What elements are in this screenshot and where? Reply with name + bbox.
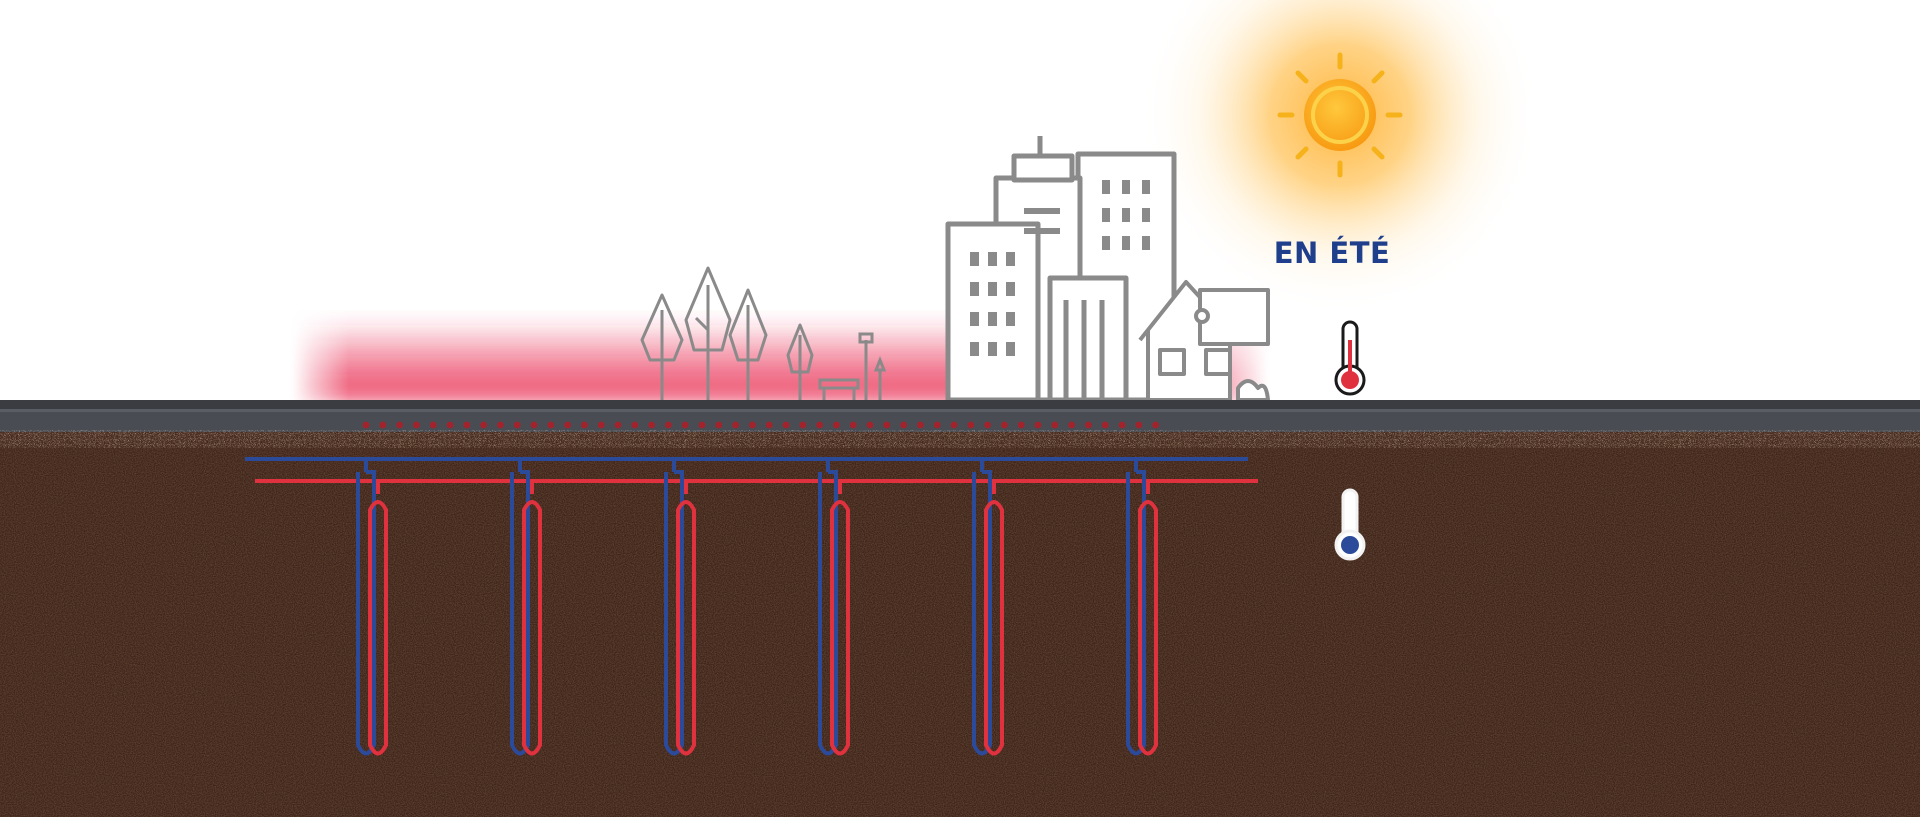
heat-dot [765, 421, 773, 429]
heat-dot [900, 421, 907, 429]
heat-dot [597, 421, 605, 429]
heat-dot [1034, 421, 1042, 429]
bench-icon [818, 378, 860, 400]
heat-dot [1068, 421, 1075, 429]
heat-dot [866, 421, 874, 429]
thermometer-hot-icon [1334, 320, 1366, 396]
heat-dot [849, 421, 857, 429]
heat-dot [1101, 421, 1109, 429]
heat-dot [833, 421, 840, 429]
heat-dot [1017, 421, 1025, 429]
heat-dot [396, 421, 403, 429]
heat-dot [732, 421, 739, 429]
heat-dot [614, 421, 622, 429]
heat-dot [715, 421, 723, 429]
heat-dot [631, 421, 639, 429]
heat-dot [816, 421, 823, 429]
heat-dot [681, 421, 689, 429]
heat-dot [1001, 421, 1008, 429]
heat-dot [950, 421, 958, 429]
heat-dot [480, 421, 487, 429]
heat-dot [917, 421, 924, 429]
heat-dot [1085, 421, 1092, 429]
heat-dot [698, 421, 706, 429]
heat-dot [446, 421, 454, 429]
heat-dot [799, 421, 807, 429]
heat-dot [530, 421, 538, 429]
heat-dot [463, 421, 471, 429]
heat-dot [967, 421, 975, 429]
heat-dot [984, 421, 991, 429]
heat-dot [749, 421, 756, 429]
geothermal-pipe-network [245, 457, 1258, 756]
heat-dot [413, 421, 420, 429]
heat-dot [581, 421, 588, 429]
heat-dot [429, 421, 437, 429]
borehole-loop [818, 459, 850, 756]
heat-dot [782, 421, 790, 429]
trees-icon [640, 266, 814, 400]
street-lamp-icon [858, 332, 887, 400]
heat-dot [497, 421, 504, 429]
borehole-loop [972, 459, 1004, 756]
heat-dot [513, 421, 521, 429]
heat-dot [1135, 421, 1143, 429]
borehole-loop [510, 459, 542, 756]
thermometer-cold-icon [1334, 488, 1366, 561]
heat-dots [362, 421, 1159, 429]
heat-dot [933, 421, 941, 429]
heat-dot [1118, 421, 1126, 429]
heat-dot [648, 421, 655, 429]
heat-dot [665, 421, 672, 429]
heat-dot [1152, 421, 1159, 429]
season-label: EN ÉTÉ [1273, 236, 1391, 270]
borehole-loop [664, 459, 696, 756]
heat-dot [379, 421, 387, 429]
heat-dot [362, 421, 370, 429]
sun-icon [1140, 0, 1540, 315]
borehole-loop [1126, 459, 1158, 756]
heat-dot [547, 421, 555, 429]
heat-dot [1051, 421, 1059, 429]
borehole-loop [356, 459, 388, 756]
building-windows [970, 180, 1150, 356]
house-icon [1138, 280, 1270, 402]
heat-dot [564, 421, 571, 429]
heat-dot [883, 421, 891, 429]
